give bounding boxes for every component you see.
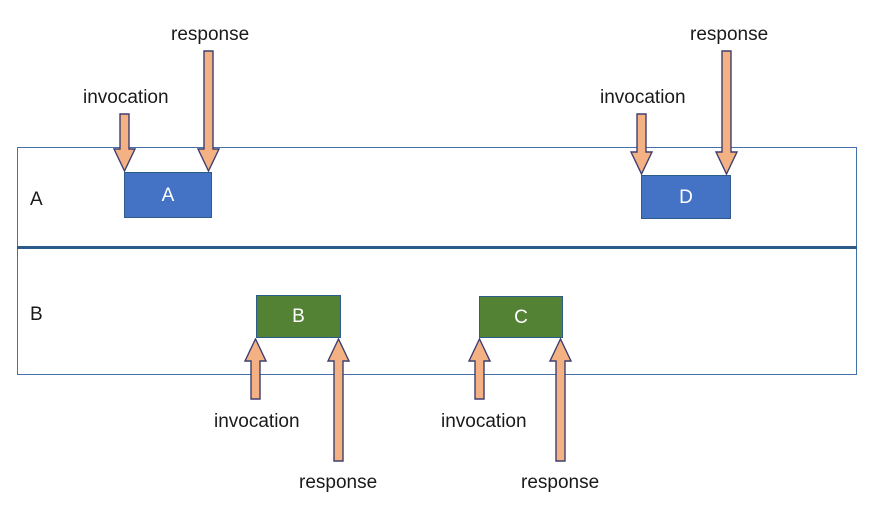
arrow-invocation-b-arrow [243,338,268,400]
arrow-response-b-arrow [326,338,351,462]
activity-box-d[interactable]: D [641,175,731,219]
label-response-d: response [690,24,769,45]
arrow-response-d-arrow [714,50,739,175]
label-invocation-b: invocation [214,411,300,432]
label-invocation-d: invocation [600,87,686,108]
label-invocation-a: invocation [83,87,169,108]
swimlane-b [17,247,857,375]
arrow-invocation-a-arrow [112,113,137,172]
swimlane-label-b: B [30,304,43,325]
arrow-invocation-d-arrow [629,113,654,175]
activity-box-a[interactable]: A [124,172,212,218]
activity-box-b[interactable]: B [256,295,341,338]
arrow-response-a-arrow [196,50,221,172]
arrow-invocation-c-arrow [467,338,492,400]
label-response-a: response [171,24,250,45]
arrow-response-c-arrow [548,338,573,462]
swimlane-label-a: A [30,189,43,210]
swimlane-divider [17,246,857,249]
label-response-b: response [299,472,378,493]
activity-box-c[interactable]: C [479,296,563,338]
label-invocation-c: invocation [441,411,527,432]
label-response-c: response [521,472,600,493]
